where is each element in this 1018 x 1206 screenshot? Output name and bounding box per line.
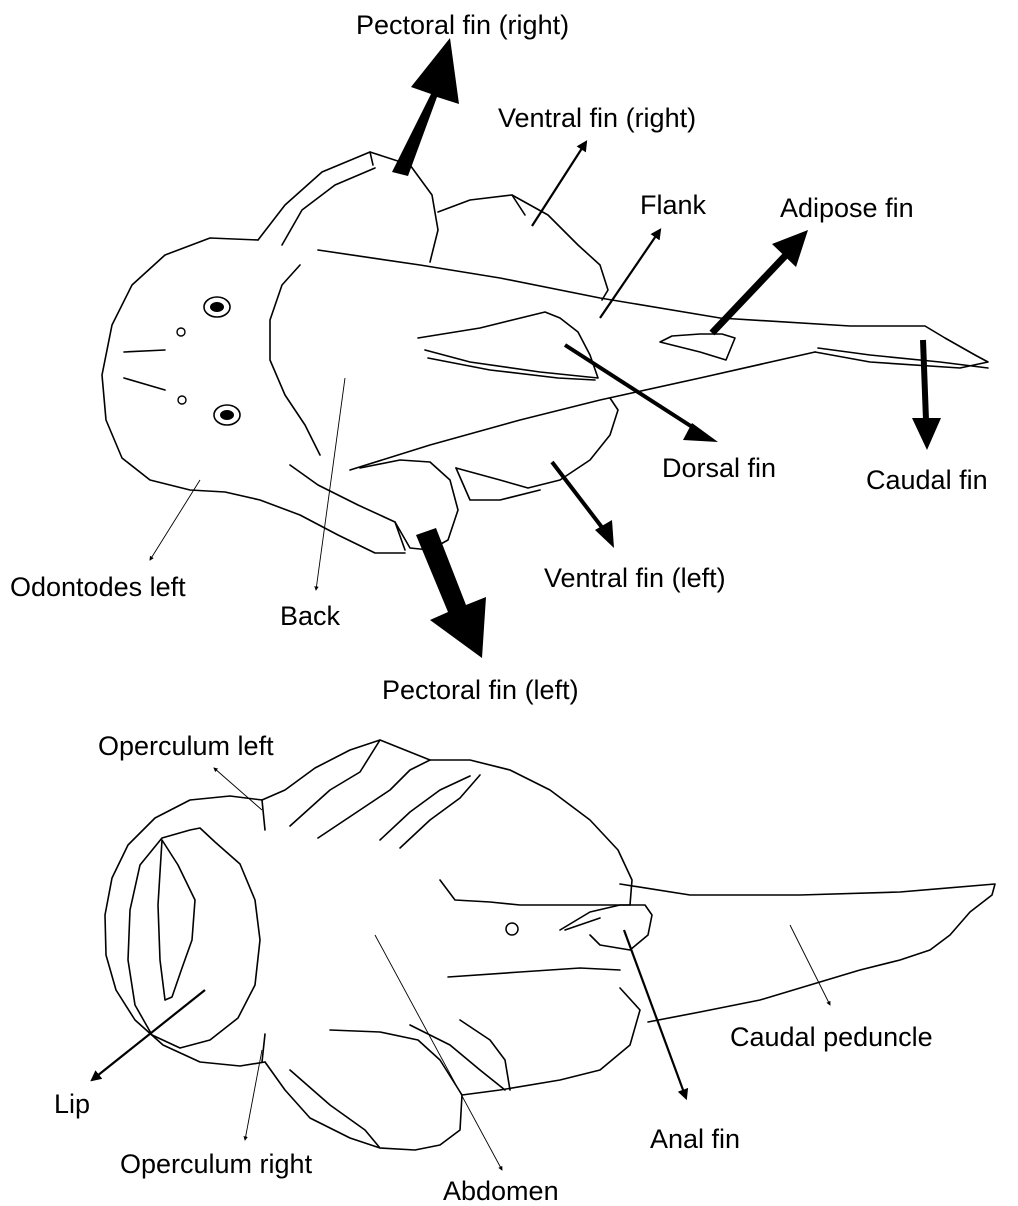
arrow-flank xyxy=(600,230,660,318)
pectoral-fin-right xyxy=(258,152,438,262)
eye-right xyxy=(204,297,230,317)
arrow-ventral-fin-right xyxy=(532,142,586,226)
label-anal-fin: Anal fin xyxy=(650,1124,740,1154)
label-pectoral-fin-right: Pectoral fin (right) xyxy=(356,10,569,40)
dorsal-fin xyxy=(418,312,598,378)
label-operculum-left: Operculum left xyxy=(98,731,274,761)
arrow-caudal-fin xyxy=(923,340,926,420)
label-operculum-right: Operculum right xyxy=(120,1149,313,1179)
label-adipose-fin: Adipose fin xyxy=(780,193,914,223)
label-flank: Flank xyxy=(640,190,707,220)
label-dorsal-fin: Dorsal fin xyxy=(662,453,776,483)
nostril xyxy=(177,328,185,336)
arrow-ventral-fin-left xyxy=(552,462,604,530)
label-lip: Lip xyxy=(54,1089,90,1119)
arrow-operculum-left xyxy=(214,768,262,810)
label-ventral-fin-right: Ventral fin (right) xyxy=(498,103,696,133)
label-back: Back xyxy=(280,601,341,631)
arrow-caudal-peduncle xyxy=(790,925,830,1005)
pectoral-fin-bottom xyxy=(265,988,640,1150)
oral-disc xyxy=(128,828,260,1048)
label-pectoral-fin-left: Pectoral fin (left) xyxy=(382,675,579,705)
adipose-fin xyxy=(660,334,735,360)
arrow-back xyxy=(316,378,345,590)
arrow-abdomen xyxy=(375,935,502,1170)
label-caudal-fin: Caudal fin xyxy=(866,465,988,495)
label-abdomen: Abdomen xyxy=(443,1176,559,1206)
arrow-anal-fin xyxy=(624,930,686,1098)
nostril xyxy=(178,396,186,404)
ventral-fin-left xyxy=(456,398,618,488)
ventral-view-fish xyxy=(105,740,995,1150)
arrow-pectoral-fin-right xyxy=(392,38,459,176)
vent xyxy=(506,923,518,935)
arrow-odontodes-left xyxy=(150,480,200,560)
label-odontodes-left: Odontodes left xyxy=(10,572,186,602)
back-outline xyxy=(270,265,320,455)
eye-left xyxy=(214,405,240,425)
pectoral-fin-top xyxy=(262,740,632,905)
arrow-dorsal-fin xyxy=(565,345,700,432)
mouth xyxy=(158,840,195,1000)
arrowhead-caudal-fin xyxy=(912,418,941,450)
arrow-lip xyxy=(92,990,205,1080)
label-ventral-fin-left: Ventral fin (left) xyxy=(544,563,726,593)
arrow-pectoral-fin-left xyxy=(416,528,486,658)
label-caudal-peduncle: Caudal peduncle xyxy=(730,1022,933,1052)
